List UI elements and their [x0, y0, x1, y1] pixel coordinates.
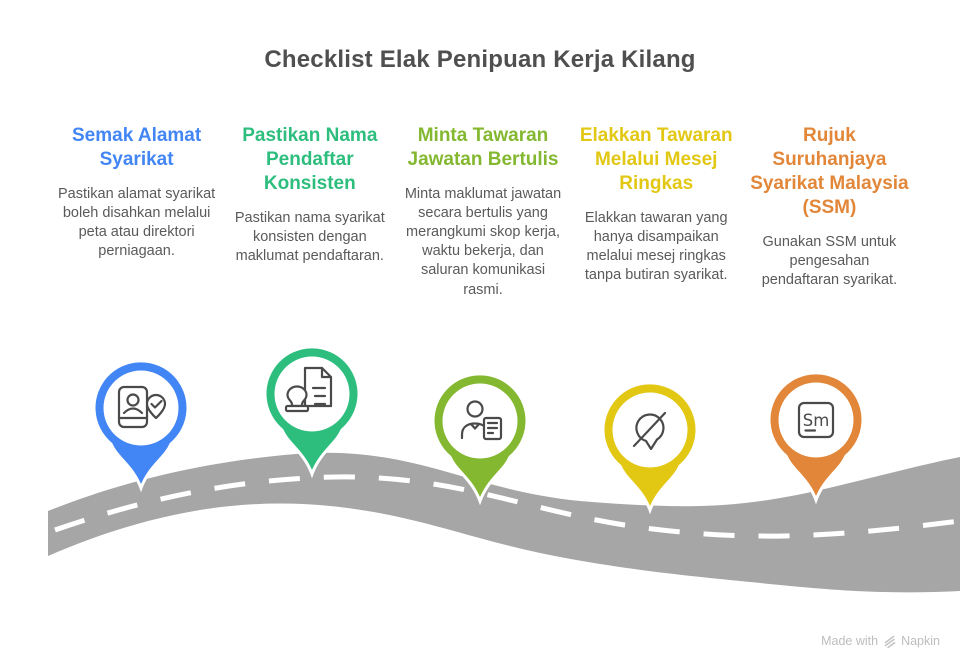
person-document-icon	[460, 400, 503, 441]
pin-semak-alamat	[92, 359, 190, 493]
napkin-logo-icon	[884, 635, 896, 648]
pin-nama-pendaftar	[263, 345, 361, 479]
stamped-document-icon	[284, 366, 333, 413]
napkin-watermark: Made with Napkin	[821, 634, 940, 648]
checklist-item-tawaran-bertulis: Minta Tawaran Jawatan Bertulis Minta mak…	[396, 124, 569, 300]
item-heading: Rujuk Suruhanjaya Syarikat Malaysia (SSM…	[750, 125, 909, 218]
road	[48, 452, 960, 593]
pin-mesej-ringkas	[601, 381, 699, 515]
ssm-badge-glyph: Sm	[803, 411, 830, 430]
checklist-item-nama-pendaftar: Pastikan Nama Pendaftar Konsisten Pastik…	[223, 124, 396, 300]
item-heading: Elakkan Tawaran Melalui Mesej Ringkas	[579, 125, 733, 194]
pin-tawaran-bertulis	[431, 372, 529, 506]
napkin-brand-label: Napkin	[901, 634, 940, 648]
checklist-item-semak-alamat: Semak Alamat Syarikat Pastikan alamat sy…	[50, 124, 223, 300]
pin-ssm: Sm	[767, 371, 865, 505]
checklist-item-mesej-ringkas: Elakkan Tawaran Melalui Mesej Ringkas El…	[570, 124, 743, 300]
checklist-columns: Semak Alamat Syarikat Pastikan alamat sy…	[50, 124, 916, 300]
road-center-dashes	[54, 474, 960, 539]
item-description: Pastikan nama syarikat konsisten dengan …	[234, 209, 385, 265]
no-chat-icon	[632, 411, 667, 451]
ssm-badge-icon: Sm	[797, 401, 835, 439]
item-description: Gunakan SSM untuk pengesahan pendaftaran…	[761, 233, 898, 288]
item-description: Minta maklumat jawatan secara bertulis y…	[404, 185, 562, 298]
id-card-location-check-icon	[117, 385, 167, 429]
made-with-label: Made with	[821, 634, 879, 648]
page-title: Checklist Elak Penipuan Kerja Kilang	[264, 46, 696, 73]
item-heading: Minta Tawaran Jawatan Bertulis	[407, 125, 559, 170]
item-heading: Pastikan Nama Pendaftar Konsisten	[242, 125, 378, 194]
road-surface	[48, 452, 960, 593]
item-description: Elakkan tawaran yang hanya disampaikan m…	[584, 209, 728, 284]
item-heading: Semak Alamat Syarikat	[72, 125, 202, 170]
checklist-item-ssm: Rujuk Suruhanjaya Syarikat Malaysia (SSM…	[743, 124, 916, 300]
item-description: Pastikan alamat syarikat boleh disahkan …	[58, 185, 216, 260]
